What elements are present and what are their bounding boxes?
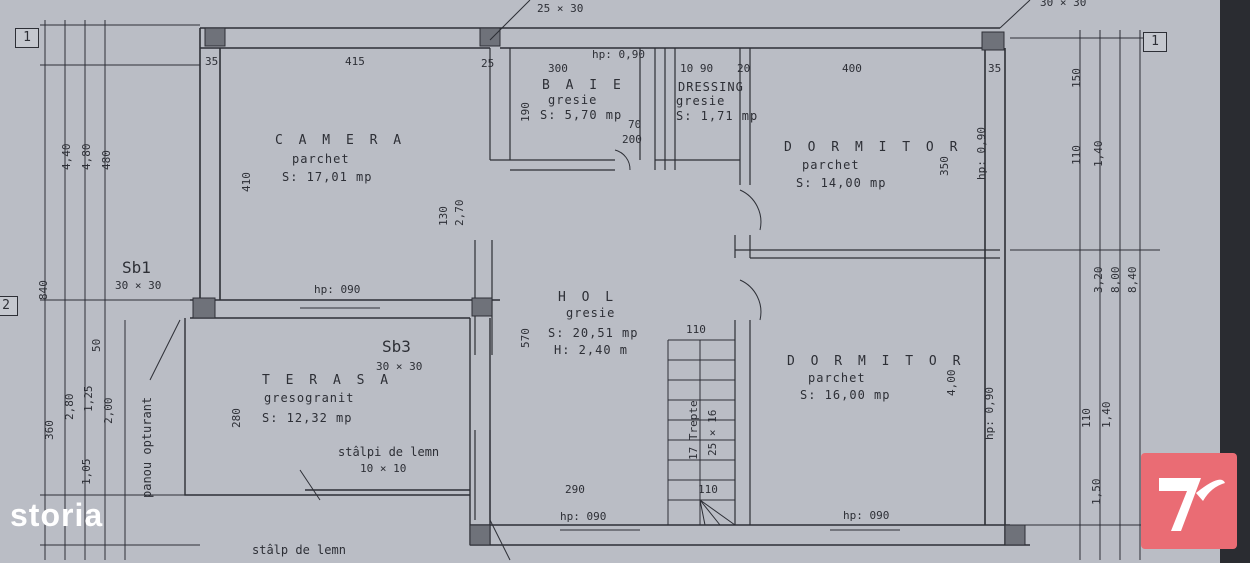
room-terasa-name: T E R A S A <box>262 373 393 388</box>
label-top-column: 25 × 30 <box>537 2 584 15</box>
vdim-570: 570 <box>519 328 532 348</box>
label-sb1-dim: 30 × 30 <box>115 279 162 292</box>
vdim-480b: 480 <box>100 150 113 170</box>
room-camera-name: C A M E R A <box>275 133 406 148</box>
vdim-125: 1,25 <box>82 385 95 413</box>
room-terasa-area: S: 12,32 mp <box>262 411 353 425</box>
vdim-130: 130 <box>437 206 450 226</box>
label-stalpi-dim: 10 × 10 <box>360 462 407 475</box>
room-camera-floor: parchet <box>292 152 350 166</box>
label-panou: panou opturant <box>140 396 154 498</box>
label-trepte: 17 Trepte <box>687 400 700 460</box>
vdim-50: 50 <box>90 338 103 352</box>
label-trepte-dim: 25 × 16 <box>706 409 719 456</box>
vdim-280b: 2,80 <box>63 393 76 421</box>
dim-10-90: 10 90 <box>680 62 714 75</box>
label-sb3: Sb3 <box>382 337 411 356</box>
dim-400: 400 <box>842 62 862 75</box>
room-dormitor2-area: S: 16,00 mp <box>800 388 891 402</box>
vdim-280: 280 <box>230 408 243 428</box>
dim-hp-bottom1: hp: 090 <box>560 510 607 523</box>
dim-35-a: 35 <box>205 55 219 68</box>
vdim-105: 1,05 <box>80 458 93 486</box>
axis-1-right: 1 <box>1143 32 1167 52</box>
room-hol-floor: gresie <box>566 306 616 320</box>
dim-hp-bottom2: hp: 090 <box>843 509 890 522</box>
vdim-800: 8,00 <box>1109 266 1122 294</box>
vdim-840: 840 <box>37 280 50 300</box>
vdim-110b: 110 <box>1080 408 1093 428</box>
room-dormitor2-floor: parchet <box>808 371 866 385</box>
room-terasa-floor: gresogranit <box>264 391 355 405</box>
vdim-400: 4,00 <box>945 369 958 397</box>
vdim-150b: 1,50 <box>1090 478 1103 506</box>
label-sb1: Sb1 <box>122 258 151 277</box>
vdim-190: 190 <box>519 102 532 122</box>
axis-2-left: 2 <box>0 296 18 316</box>
room-hol-area: S: 20,51 mp <box>548 326 639 340</box>
dim-110-bottom: 110 <box>698 483 718 496</box>
vdim-840r: 8,40 <box>1126 266 1139 294</box>
vdim-480a: 4,80 <box>80 143 93 171</box>
room-baie-area: S: 5,70 mp <box>540 108 623 122</box>
room-dormitor1-area: S: 14,00 mp <box>796 176 887 190</box>
vdim-440: 4,40 <box>60 143 73 171</box>
vdim-320: 3,20 <box>1092 266 1105 294</box>
vdim-110: 110 <box>1070 145 1083 165</box>
room-dressing-name: DRESSING <box>678 80 744 94</box>
room-dressing-area: S: 1,71 mp <box>676 109 759 123</box>
label-stalp: stâlp de lemn <box>252 543 346 557</box>
label-stalpi: stâlpi de lemn <box>338 445 440 459</box>
room-hol-name: H O L <box>558 290 618 305</box>
vdim-200: 2,00 <box>102 397 115 425</box>
dim-300: 300 <box>548 62 568 75</box>
vdim-140b: 1,40 <box>1100 401 1113 429</box>
axis-1-left: 1 <box>15 28 39 48</box>
room-baie-floor: gresie <box>548 93 598 107</box>
dim-110-stairs: 110 <box>686 323 706 336</box>
vdim-350: 350 <box>938 156 951 176</box>
room-dormitor1-name: D O R M I T O R <box>784 140 962 155</box>
storia-logo-badge <box>1141 453 1237 549</box>
room-baie-name: B A I E <box>542 78 625 93</box>
label-sb3-dim: 30 × 30 <box>376 360 423 373</box>
dim-35-b: 35 <box>988 62 1002 75</box>
dim-200-door: 200 <box>622 133 642 146</box>
dim-20: 20 <box>737 62 751 75</box>
dim-hp-top: hp: 0,90 <box>592 48 645 61</box>
vdim-360: 360 <box>43 420 56 440</box>
room-hol-height: H: 2,40 m <box>554 343 629 357</box>
vdim-hp-window1: hp: 0,90 <box>975 127 988 180</box>
vdim-hp-window2: hp: 0,90 <box>983 387 996 440</box>
room-camera-area: S: 17,01 mp <box>282 170 373 184</box>
vdim-270: 2,70 <box>453 199 466 227</box>
room-dressing-floor: gresie <box>676 94 726 108</box>
dim-290: 290 <box>565 483 585 496</box>
room-dormitor1-floor: parchet <box>802 158 860 172</box>
vdim-150: 150 <box>1070 68 1083 88</box>
dim-70: 70 <box>628 118 642 131</box>
dim-25: 25 <box>481 57 495 70</box>
dim-hp-mid: hp: 090 <box>314 283 361 296</box>
room-dormitor2-name: D O R M I T O R <box>787 354 965 369</box>
label-top-right-column: 30 × 30 <box>1040 0 1087 9</box>
dim-415: 415 <box>345 55 365 68</box>
storia-watermark: storia <box>10 497 104 533</box>
vdim-410: 410 <box>240 172 253 192</box>
vdim-140: 1,40 <box>1092 140 1105 168</box>
storia-logo-icon <box>1159 478 1225 531</box>
